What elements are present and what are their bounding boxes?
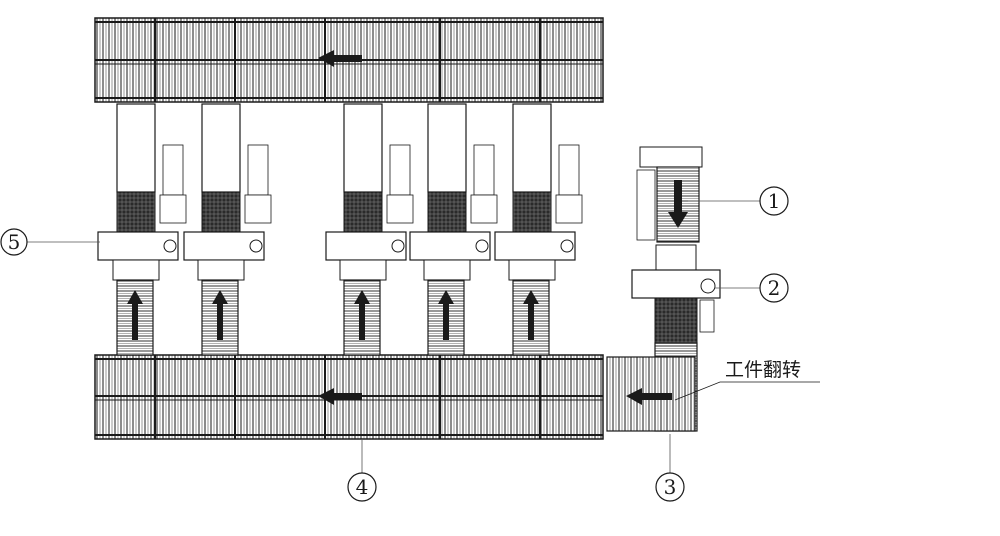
station-2-up-arrow	[212, 290, 228, 340]
callout-3-label: 3	[664, 475, 677, 499]
station-3-up-arrow	[354, 290, 370, 340]
flip-label: 工件翻转	[725, 359, 801, 381]
callout-5-label: 5	[8, 230, 21, 254]
station-4-up-arrow	[438, 290, 454, 340]
outfeed-conveyor	[606, 342, 698, 432]
station-2	[183, 103, 272, 356]
callout-4-label: 4	[356, 475, 369, 499]
callout-5-circle	[0, 228, 28, 256]
bottom-conveyor	[94, 354, 604, 440]
callout-1-circle	[759, 186, 789, 216]
flip-station	[631, 244, 721, 344]
outfeed-left-arrow	[626, 388, 672, 405]
callout-1-label: 1	[768, 189, 781, 213]
callout-3-circle	[655, 472, 685, 502]
flip-label-leader	[674, 381, 820, 401]
station-5-up-arrow	[523, 290, 539, 340]
station-3	[325, 103, 414, 356]
infeed-conveyor	[636, 146, 703, 243]
callout-4-circle	[347, 472, 377, 502]
station-1	[97, 103, 187, 356]
top-conveyor-left-arrow	[318, 50, 362, 67]
infeed-down-arrow	[668, 180, 688, 228]
top-conveyor	[94, 17, 604, 103]
station-1-up-arrow	[127, 290, 143, 340]
bottom-conveyor-left-arrow	[318, 388, 362, 405]
callout-2-circle	[759, 273, 789, 303]
callout-2-label: 2	[768, 276, 781, 300]
station-5	[494, 103, 583, 356]
station-4	[409, 103, 498, 356]
